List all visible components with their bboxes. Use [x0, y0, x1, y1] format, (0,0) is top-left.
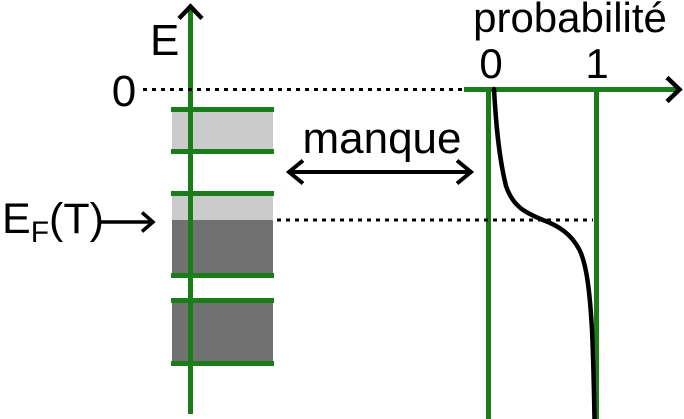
- fermi-level-label: EF(T): [2, 198, 104, 248]
- gap-label: manque: [302, 114, 462, 163]
- probability-tick-one: 1: [585, 40, 609, 87]
- gap-arrow-left-head-icon: [285, 158, 305, 186]
- fermi-dirac-curve: [491, 86, 597, 419]
- fermi-level-label-subscript: F: [30, 216, 50, 249]
- energy-axis-label: E: [150, 16, 180, 65]
- probability-tick-zero: 0: [479, 40, 503, 87]
- fermi-level-label-base: E: [2, 195, 31, 243]
- fermi-label-arrowhead-icon: [140, 211, 156, 233]
- band-1-light-rect: [172, 112, 273, 150]
- band-3-dark-rect: [172, 303, 273, 361]
- fermi-level-label-suffix: (T): [49, 195, 104, 243]
- gap-arrow-right-head-icon: [455, 158, 475, 186]
- energy-axis-arrowhead-icon: [177, 3, 204, 21]
- probability-axis-arrowhead-icon: [665, 75, 683, 104]
- probability-axis-title: probabilité: [473, 0, 667, 41]
- band-2-light-rect: [172, 196, 273, 220]
- band-2-dark-rect: [172, 220, 273, 274]
- energy-zero-label: 0: [111, 67, 137, 116]
